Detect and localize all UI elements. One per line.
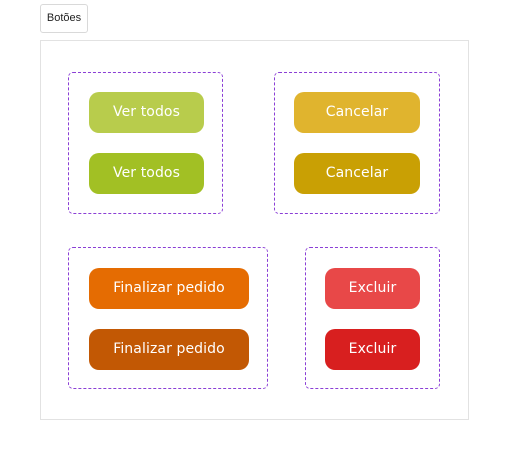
cancelar-button-hover[interactable]: Cancelar: [294, 153, 420, 194]
excluir-button[interactable]: Excluir: [325, 268, 420, 309]
finalizar-pedido-button-hover[interactable]: Finalizar pedido: [89, 329, 249, 370]
ver-todos-variants-group: Ver todos Ver todos: [68, 72, 223, 214]
finalizar-pedido-variants-group: Finalizar pedido Finalizar pedido: [68, 247, 268, 389]
excluir-button-hover[interactable]: Excluir: [325, 329, 420, 370]
ver-todos-button-hover[interactable]: Ver todos: [89, 153, 204, 194]
cancelar-variants-group: Cancelar Cancelar: [274, 72, 440, 214]
cancelar-button[interactable]: Cancelar: [294, 92, 420, 133]
tab-botoes[interactable]: Botões: [40, 4, 88, 33]
finalizar-pedido-button[interactable]: Finalizar pedido: [89, 268, 249, 309]
components-canvas: Ver todos Ver todos Cancelar Cancelar Fi…: [40, 40, 469, 420]
ver-todos-button[interactable]: Ver todos: [89, 92, 204, 133]
excluir-variants-group: Excluir Excluir: [305, 247, 440, 389]
